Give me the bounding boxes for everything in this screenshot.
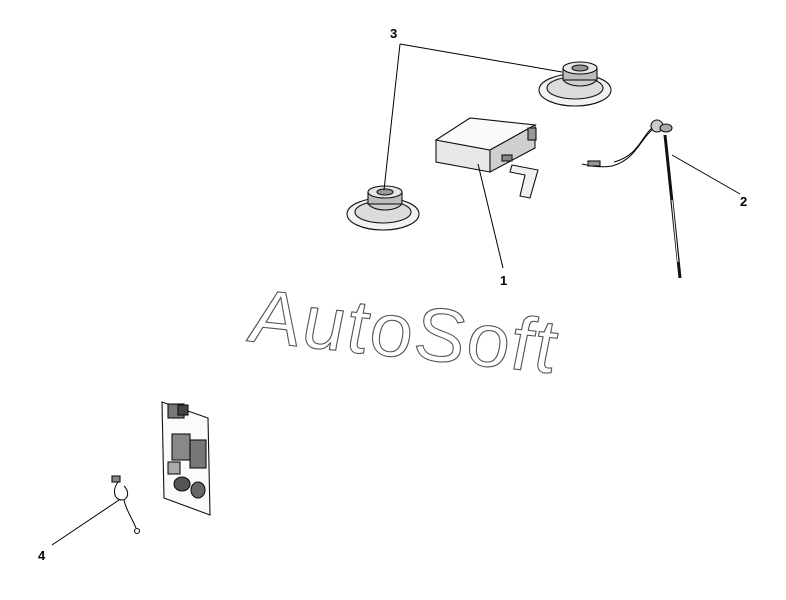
control-panel-icon xyxy=(161,401,211,516)
antenna-icon xyxy=(581,119,682,279)
speaker-left-icon xyxy=(346,185,420,231)
leader-lines xyxy=(51,43,741,546)
radio-receiver-icon xyxy=(434,117,539,199)
callout-2: 2 xyxy=(740,194,747,209)
callout-3: 3 xyxy=(390,26,397,41)
antenna-cable-icon xyxy=(111,475,141,535)
speaker-right-icon xyxy=(538,61,612,107)
watermark-text: AutoSoft xyxy=(246,273,558,391)
callout-1: 1 xyxy=(500,273,507,288)
callout-4: 4 xyxy=(38,548,46,563)
